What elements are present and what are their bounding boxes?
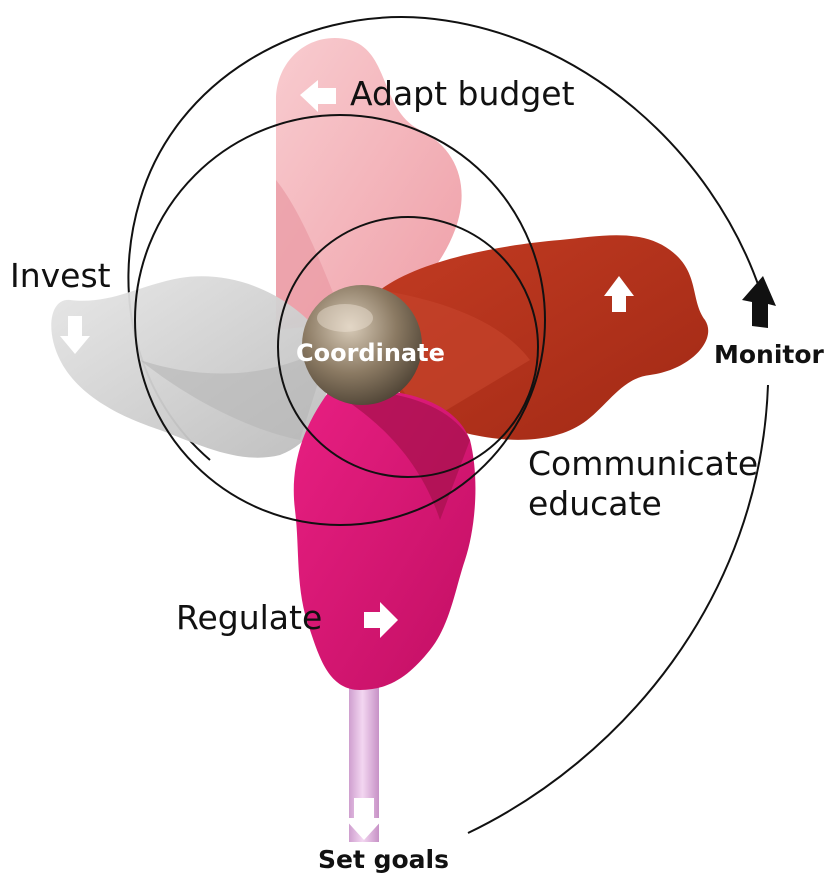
adapt-budget-blade (276, 38, 462, 330)
coordinate-hub (302, 285, 422, 405)
communicate-educate-label: Communicate educate (528, 444, 758, 524)
adapt-budget-blade-fold (276, 180, 340, 330)
regulate-label: Regulate (176, 598, 323, 637)
coordinate-label: Coordinate (296, 339, 445, 367)
monitor-arrow-up-icon (742, 276, 776, 328)
hub-highlight (317, 304, 373, 332)
adapt-arrow-left-icon (300, 80, 336, 112)
invest-arrow-down-icon (60, 316, 90, 354)
monitor-label: Monitor (714, 340, 824, 369)
lower-cycle-arc (467, 384, 769, 834)
regulate-blade-fold (330, 389, 470, 520)
inner-cycle-circle (277, 216, 539, 478)
middle-cycle-circle (134, 114, 546, 526)
adapt-budget-label: Adapt budget (350, 74, 575, 113)
invest-blade-fold (140, 345, 330, 440)
set-goals-label: Set goals (318, 845, 450, 874)
invest-label: Invest (10, 256, 111, 295)
regulate-arrow-right-icon (364, 602, 398, 638)
communicate-arrow-up-icon (604, 276, 634, 312)
stick-arrow-down-icon (344, 798, 384, 840)
communicate-label-line2: educate (528, 484, 662, 523)
communicate-label-line1: Communicate (528, 444, 759, 483)
